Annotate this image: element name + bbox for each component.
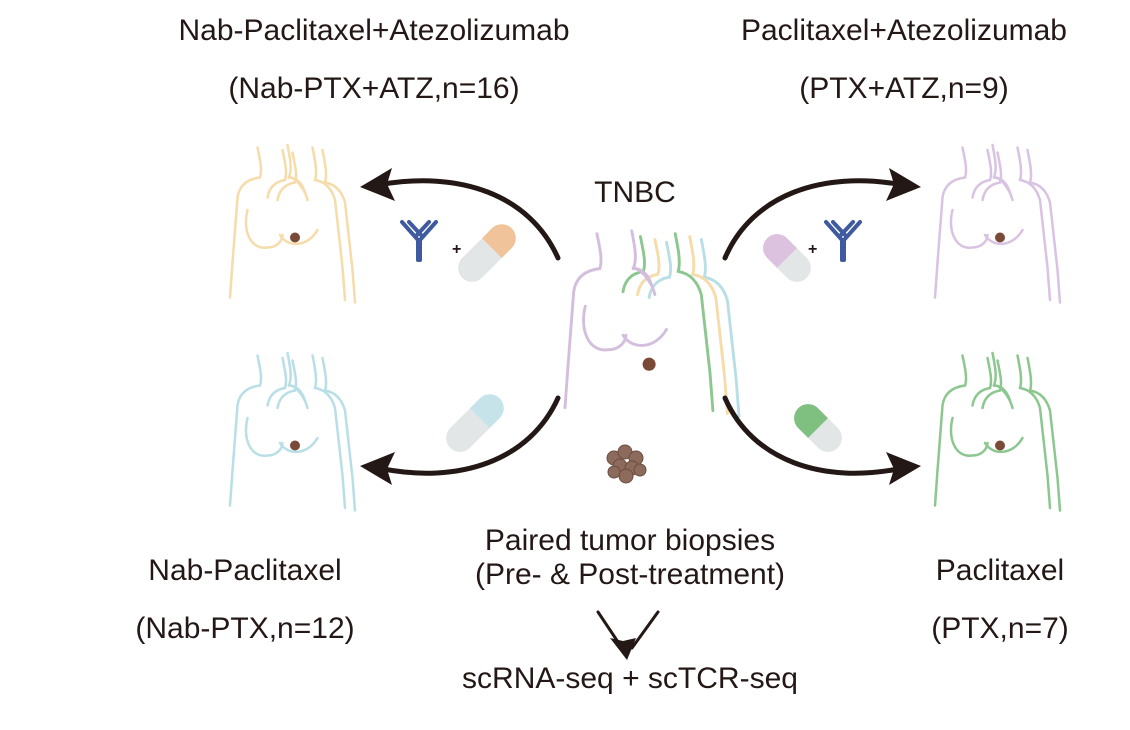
assay-label: scRNA-seq + scTCR-seq [462, 662, 798, 695]
arrow-to-nab-ptx [360, 395, 561, 485]
figure-nab-ptx-atz [228, 143, 357, 304]
capsule-icon [763, 234, 811, 282]
plus-sign: + [808, 241, 817, 258]
group-code-nab-ptx: (Nab-PTX,n=12) [135, 612, 355, 645]
group-title-nab-ptx-atz: Nab-Paclitaxel+Atezolizumab [178, 14, 570, 47]
group-code-ptx: (PTX,n=7) [931, 612, 1069, 645]
group-code-nab-ptx-atz: (Nab-PTX+ATZ,n=16) [228, 72, 520, 105]
center-label-tnbc: TNBC [594, 176, 676, 209]
figure-tnbc-center [563, 229, 741, 418]
figure-ptx [933, 351, 1062, 512]
convergence-arrow [596, 610, 660, 660]
tumor-tissue-icon [606, 444, 647, 484]
group-title-nab-ptx: Nab-Paclitaxel [148, 554, 342, 587]
antibody-icon [400, 220, 438, 262]
arrow-to-ptx [722, 395, 921, 485]
capsule-icon [458, 224, 516, 282]
figure-nab-ptx [228, 351, 357, 512]
capsule-icon [446, 394, 504, 452]
biopsy-label-line2: (Pre- & Post-treatment) [474, 558, 786, 591]
antibody-icon [824, 220, 862, 262]
group-code-ptx-atz: (PTX+ATZ,n=9) [799, 72, 1009, 105]
group-title-ptx: Paclitaxel [935, 554, 1065, 587]
arrow-to-nab-ptx-atz [360, 168, 561, 261]
arrow-to-ptx-atz [722, 168, 921, 261]
plus-sign: + [452, 241, 461, 258]
capsule-icon [794, 404, 842, 452]
biopsy-label-line1: Paired tumor biopsies [484, 524, 776, 557]
group-title-ptx-atz: Paclitaxel+Atezolizumab [740, 14, 1067, 47]
figure-ptx-atz [933, 143, 1062, 304]
